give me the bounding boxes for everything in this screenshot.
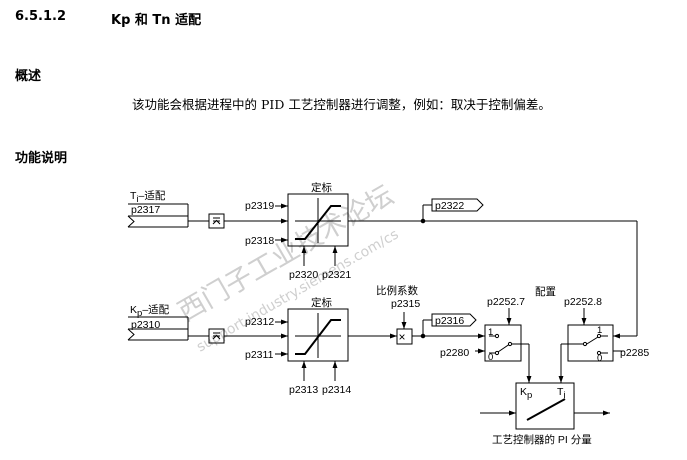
p2322-connector <box>431 198 484 212</box>
pi-caption: 工艺控制器的 PI 分量 <box>492 433 592 446</box>
pi-block <box>515 382 575 430</box>
overview-heading: 概述 <box>15 69 42 84</box>
svg-text:Kp–适配: Kp–适配 <box>130 304 170 319</box>
tn-label-sub: i <box>136 194 138 205</box>
kp-label: K <box>130 304 137 316</box>
pi-kp-sub: p <box>527 390 532 401</box>
scaling-top-label: 定标 <box>311 181 332 194</box>
switch-right <box>567 324 614 362</box>
scaling-bottom-label: 定标 <box>311 296 332 309</box>
switch-right-one: 1 <box>597 325 602 336</box>
function-heading: 功能说明 <box>15 151 68 166</box>
pi-ti-label: T <box>557 386 564 398</box>
scaling-block-top <box>287 193 349 247</box>
kp-input <box>127 316 189 341</box>
svg-text:Ti: Ti <box>557 386 566 401</box>
kp-label-sub: p <box>137 308 142 319</box>
p2285-label: p2285 <box>620 347 649 359</box>
tn-param: p2317 <box>131 204 160 216</box>
tn-input <box>127 203 189 228</box>
p2322-label: p2322 <box>435 200 464 212</box>
switch-left <box>484 324 522 362</box>
p2319-label: p2319 <box>245 200 274 212</box>
p2320-label: p2320 <box>289 269 318 281</box>
section-number: 6.5.1.2 <box>15 9 66 24</box>
p2313-label: p2313 <box>289 384 318 396</box>
p2314-label: p2314 <box>322 384 351 396</box>
pi-ti-sub: i <box>563 390 565 401</box>
switch-left-one: 1 <box>488 327 493 338</box>
section-title: Kp 和 Tn 适配 <box>111 13 202 28</box>
config-label: 配置 <box>535 286 556 298</box>
switch-left-zero: 0 <box>488 352 493 363</box>
tn-label: T <box>130 190 137 202</box>
gain-label: 比例系数 <box>376 284 418 297</box>
p2252-8-label: p2252.8 <box>564 296 602 308</box>
tn-label-suffix: –适配 <box>139 190 166 202</box>
p2252-7-label: p2252.7 <box>487 296 525 308</box>
switch-right-zero: 0 <box>597 353 602 364</box>
scaling-block-bottom <box>287 308 349 362</box>
kp-param: p2310 <box>131 319 160 331</box>
multiply-symbol: × <box>399 330 406 344</box>
p2316-connector <box>431 313 477 327</box>
kp-label-suffix: –适配 <box>142 304 169 316</box>
p2321-label: p2321 <box>322 269 351 281</box>
p2316-label: p2316 <box>435 315 464 327</box>
svg-text:Ti–适配: Ti–适配 <box>130 190 166 205</box>
p2312-label: p2312 <box>245 316 274 328</box>
p2318-label: p2318 <box>245 235 274 247</box>
svg-text:Kp: Kp <box>520 386 532 401</box>
p2311-label: p2311 <box>245 349 274 361</box>
pi-kp-label: K <box>520 386 527 398</box>
p2315-label: p2315 <box>391 298 420 310</box>
p2280-label: p2280 <box>440 347 469 359</box>
overview-text: 该功能会根据进程中的 PID 工艺控制器进行调整，例如：取决于控制偏差。 <box>132 97 551 112</box>
